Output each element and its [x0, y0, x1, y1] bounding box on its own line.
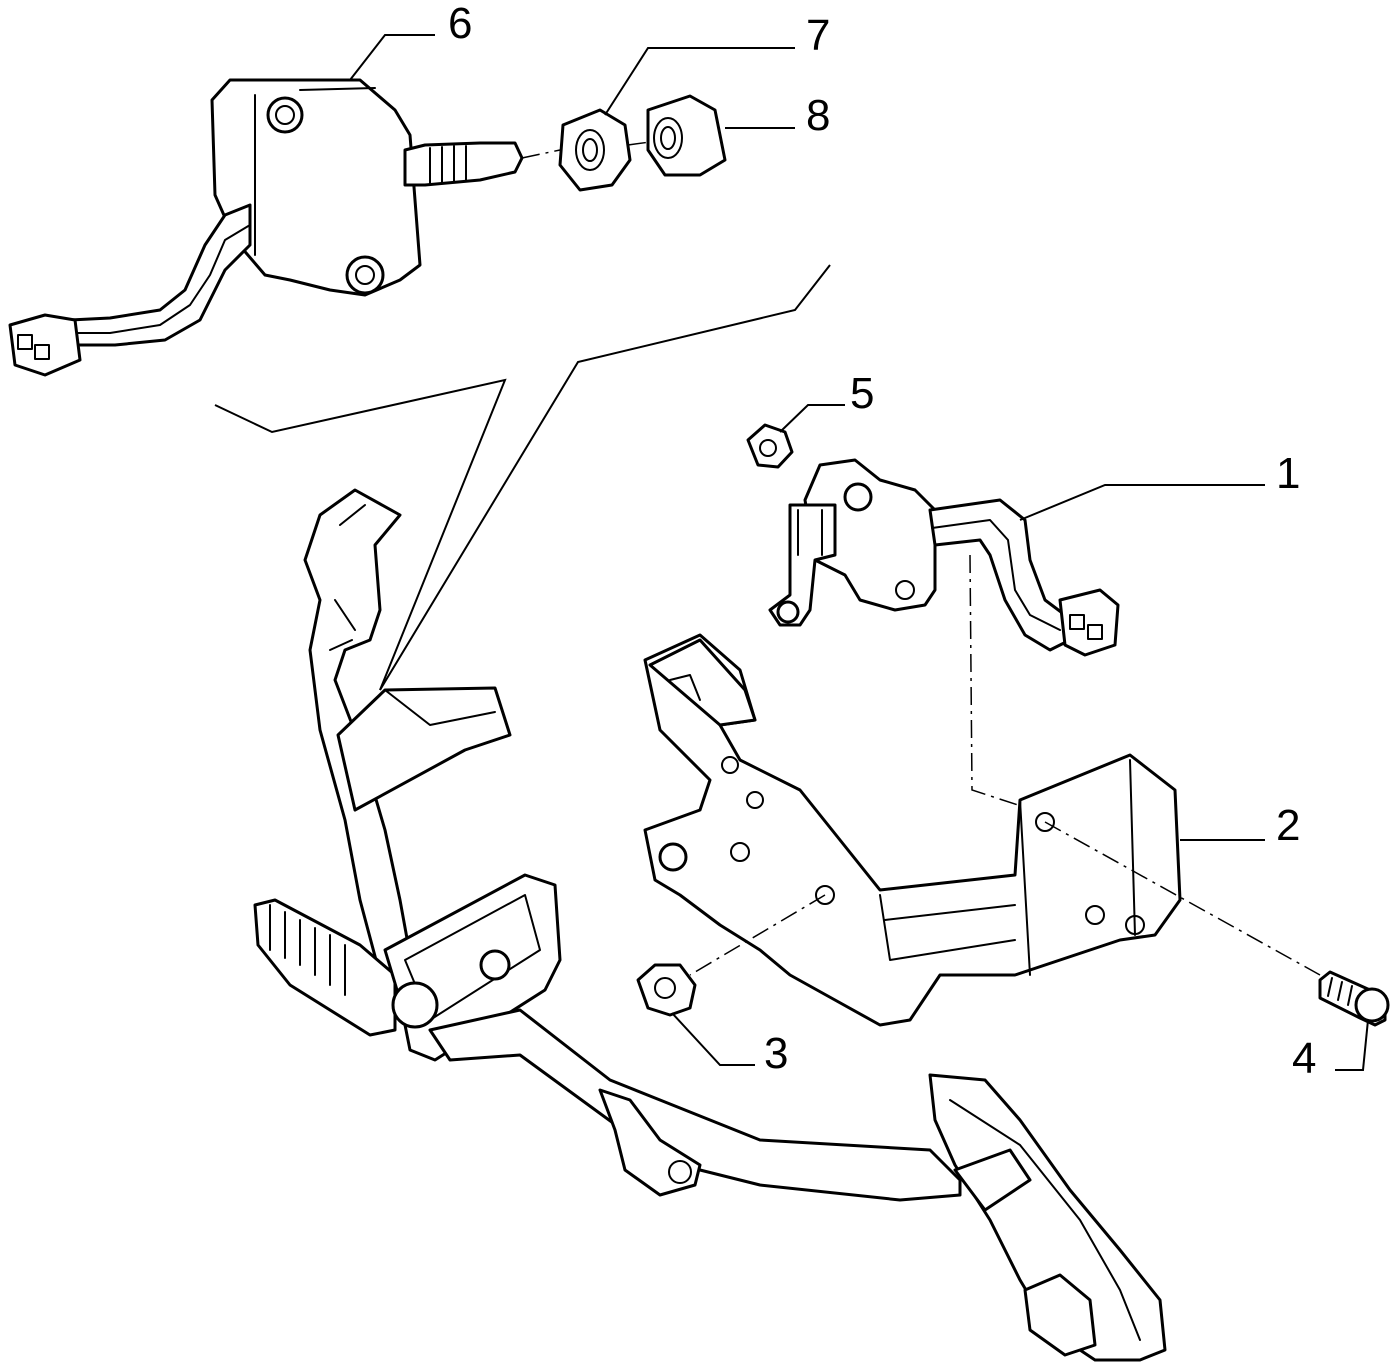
callout-1: 1	[1276, 449, 1300, 498]
part-5-nut	[746, 423, 794, 469]
leader-1	[1019, 484, 1265, 521]
callout-2: 2	[1276, 801, 1300, 850]
part-4-bolt	[1318, 970, 1390, 1027]
part-1-micro-switch	[768, 458, 1120, 657]
detail-pointer-left	[214, 378, 507, 691]
axis-line-bolt	[1044, 821, 1321, 976]
callout-8: 8	[806, 91, 830, 140]
part-2-bracket	[643, 633, 1182, 1027]
pedal-lever	[253, 488, 1167, 1362]
leader-7	[604, 47, 795, 116]
axis-line-7-8	[627, 141, 651, 146]
callout-6: 6	[448, 0, 472, 48]
callout-3: 3	[764, 1029, 788, 1078]
detail-pointer-right	[379, 264, 831, 691]
callout-7: 7	[806, 11, 830, 60]
callout-5: 5	[850, 369, 874, 418]
part-7-nut	[558, 108, 632, 192]
part-3-flange-nut	[636, 963, 697, 1017]
axis-line-switch-bracket	[969, 554, 1019, 806]
leader-5	[779, 404, 845, 433]
part-8-nut	[646, 94, 727, 177]
leader-6	[349, 34, 435, 81]
leader-4	[1335, 1019, 1369, 1071]
axis-line-nut	[689, 894, 826, 976]
part-6-switch	[8, 78, 524, 377]
axis-line-6-7	[521, 149, 561, 159]
callout-4: 4	[1292, 1034, 1316, 1083]
leader-3	[671, 1012, 755, 1066]
